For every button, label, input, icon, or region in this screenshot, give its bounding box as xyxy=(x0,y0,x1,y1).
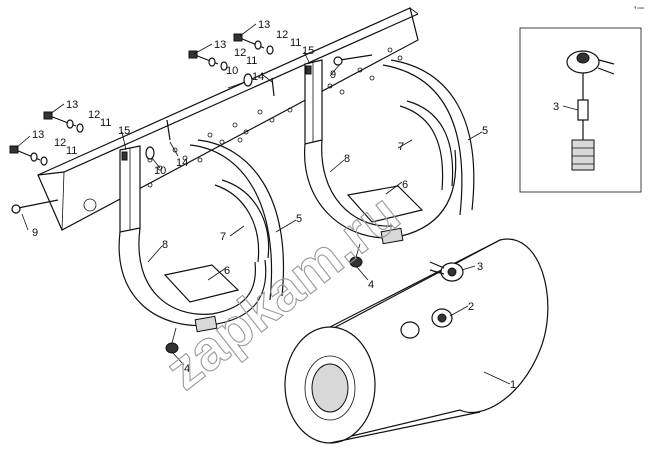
callout-12-d: 12 xyxy=(276,29,288,41)
callout-12-c: 12 xyxy=(234,47,246,59)
callout-4-left: 4 xyxy=(184,363,190,375)
corner-code: ꟻ ooo xyxy=(634,5,645,10)
callout-13-d: 13 xyxy=(258,19,270,31)
washer-left xyxy=(145,146,155,160)
inset-box xyxy=(519,27,642,193)
fastener-stack-a xyxy=(9,145,48,166)
callout-3: 3 xyxy=(477,261,483,273)
leader-lines xyxy=(15,23,579,385)
callout-2: 2 xyxy=(468,301,474,313)
nut-left xyxy=(165,327,179,354)
bracket-left xyxy=(119,145,141,233)
strap-left xyxy=(118,227,267,333)
callout-11-a: 11 xyxy=(66,145,77,157)
callout-11-b: 11 xyxy=(100,117,111,129)
callout-11-d: 11 xyxy=(290,37,301,49)
callout-8-left: 8 xyxy=(162,239,168,251)
callout-13-b: 13 xyxy=(66,99,78,111)
fastener-stack-b xyxy=(43,111,84,133)
pin-right xyxy=(271,77,275,97)
fastener-stack-d xyxy=(233,33,274,55)
callouts: 1 2 3 3 4 4 5 5 6 6 7 7 8 8 9 9 10 10 11… xyxy=(32,19,559,391)
callout-15-left: 15 xyxy=(118,125,130,137)
callout-13-a: 13 xyxy=(32,129,44,141)
callout-14-right: 14 xyxy=(252,71,264,83)
rubber-pad-right xyxy=(399,100,454,191)
callout-6-right: 6 xyxy=(402,179,408,191)
callout-5-right: 5 xyxy=(482,125,488,137)
callout-7-right: 7 xyxy=(398,141,404,153)
callout-10-left: 10 xyxy=(154,165,166,177)
callout-3-inset: 3 xyxy=(553,101,559,113)
nut-right xyxy=(349,243,363,268)
callout-9-right: 9 xyxy=(330,69,336,81)
callout-12-b: 12 xyxy=(88,109,100,121)
callout-14-left: 14 xyxy=(176,157,188,169)
callout-13-c: 13 xyxy=(214,39,226,51)
callout-6-left: 6 xyxy=(224,265,230,277)
tension-band-right xyxy=(382,59,475,216)
fuel-level-sender-on-tank xyxy=(429,261,464,282)
pin-left xyxy=(166,119,171,141)
callout-11-c: 11 xyxy=(246,55,257,67)
bracket-right xyxy=(304,59,323,145)
callout-10-right: 10 xyxy=(226,65,238,77)
spacer-left xyxy=(163,264,240,303)
fastener-stack-c xyxy=(188,50,228,71)
bolt-left xyxy=(11,199,59,214)
callout-9-left: 9 xyxy=(32,227,38,239)
callout-8-right: 8 xyxy=(344,153,350,165)
callout-1: 1 xyxy=(510,379,516,391)
callout-5-left: 5 xyxy=(296,213,302,225)
spacer-right xyxy=(346,185,424,223)
callout-7-left: 7 xyxy=(220,231,226,243)
callout-4-right: 4 xyxy=(368,279,374,291)
tension-band-left xyxy=(189,139,284,301)
callout-12-a: 12 xyxy=(54,137,66,149)
rubber-pad-left xyxy=(214,179,270,263)
washer-right xyxy=(243,73,253,87)
bolt-right xyxy=(333,54,373,66)
fuel-tank xyxy=(284,238,549,444)
callout-15-right: 15 xyxy=(302,45,314,57)
strap-right xyxy=(304,139,457,245)
filler-neck xyxy=(400,308,453,339)
